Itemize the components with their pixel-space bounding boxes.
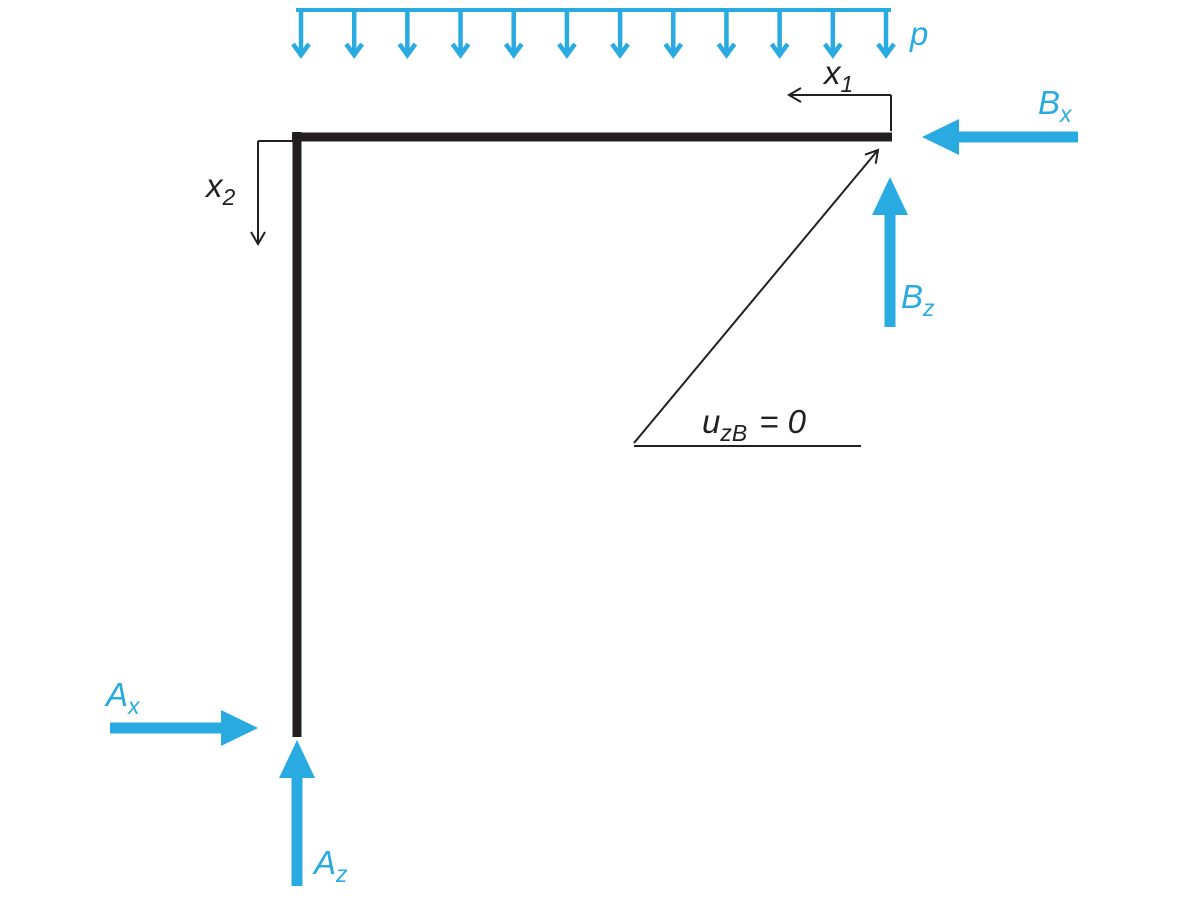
Bx-arrowhead-icon [922, 119, 959, 155]
reaction-Ax: Ax [104, 676, 258, 746]
Bx-label: Bx [1038, 84, 1073, 127]
condition-label: uzB= 0 [702, 403, 807, 446]
Ax-label: Ax [104, 676, 141, 719]
x2-label: x2 [204, 167, 236, 210]
x2-coordinate: x2 [204, 140, 295, 246]
condition-pointer-arrow [633, 148, 880, 444]
reaction-Az: Az [279, 740, 348, 887]
frame-beams [292, 132, 892, 737]
distributed-load: p [291, 8, 928, 59]
Az-arrowhead-icon [279, 740, 315, 778]
x1-label: x1 [822, 54, 853, 97]
deflection-condition: uzB= 0 [633, 148, 880, 447]
x1-coordinate: x1 [787, 54, 892, 131]
reaction-Bz: Bz [872, 177, 935, 327]
load-arrows [291, 12, 896, 59]
Az-label: Az [312, 844, 348, 887]
Bz-label: Bz [901, 278, 935, 321]
Bz-arrowhead-icon [872, 177, 908, 215]
load-label: p [909, 15, 928, 52]
Ax-arrowhead-icon [221, 710, 258, 746]
reaction-Bx: Bx [922, 84, 1078, 155]
